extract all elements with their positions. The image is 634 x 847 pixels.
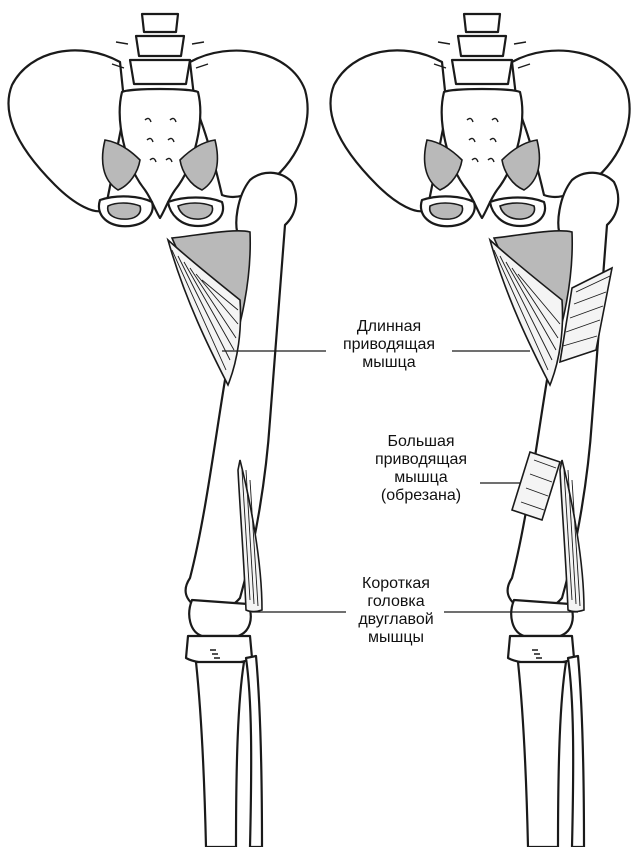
- label-line: Короткая: [336, 575, 456, 593]
- label-long-adductor: Длинная приводящая мышца: [324, 318, 454, 372]
- label-line: головка: [336, 593, 456, 611]
- label-line: (обрезана): [356, 487, 486, 505]
- label-line: приводящая: [324, 336, 454, 354]
- label-line: мышцы: [336, 629, 456, 647]
- right-pelvis-leg-illustration: [331, 14, 630, 847]
- label-line: мышца: [324, 354, 454, 372]
- label-line: двуглавой: [336, 611, 456, 629]
- label-line: приводящая: [356, 451, 486, 469]
- label-line: Большая: [356, 433, 486, 451]
- label-line: Длинная: [324, 318, 454, 336]
- label-great-adductor: Большая приводящая мышца (обрезана): [356, 433, 486, 505]
- label-biceps-short-head: Короткая головка двуглавой мышцы: [336, 575, 456, 647]
- label-line: мышца: [356, 469, 486, 487]
- left-pelvis-leg-illustration: [9, 14, 308, 847]
